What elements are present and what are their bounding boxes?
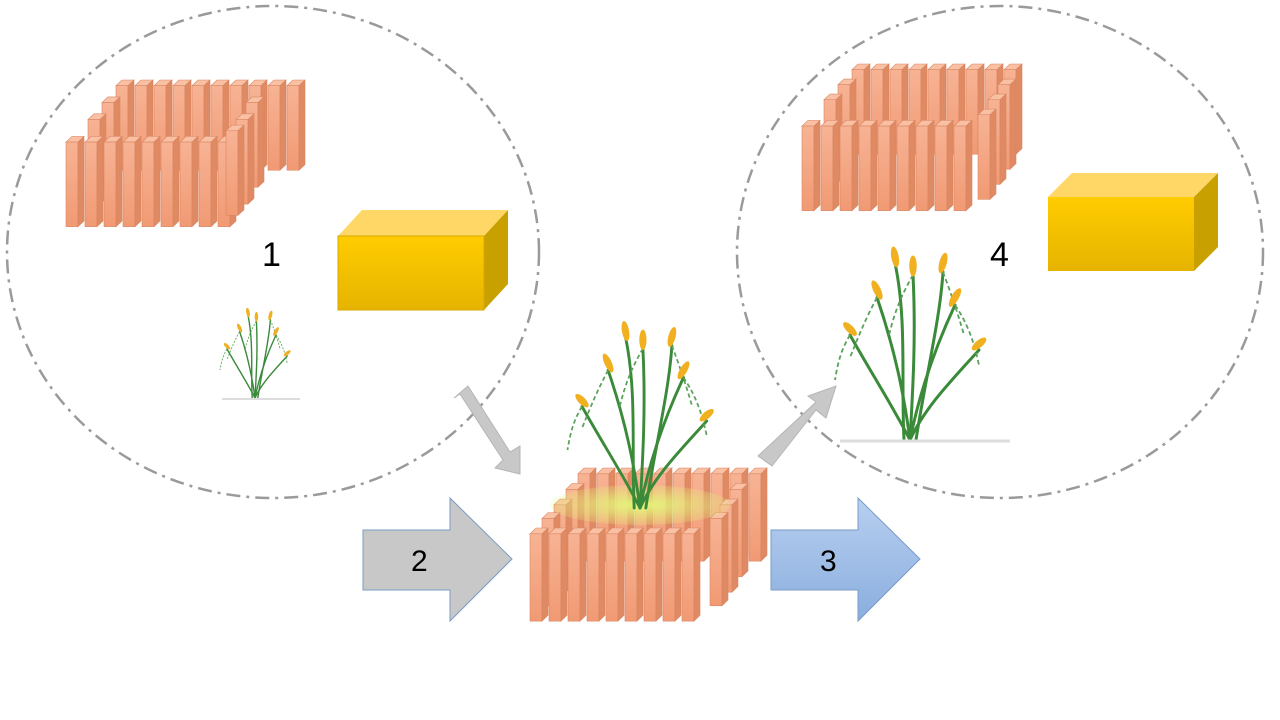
step-label-2: 2 <box>411 545 428 578</box>
stage-1-circle <box>5 4 541 500</box>
step-3-arrow <box>770 496 921 623</box>
gold-block-icon <box>1048 173 1218 271</box>
arrow-icon <box>453 385 521 475</box>
brick-stack-front <box>529 527 701 622</box>
stage-4-circle <box>735 4 1265 500</box>
step-label-1: 1 <box>262 236 281 274</box>
grass-plant-icon <box>219 306 293 399</box>
step-label-4: 4 <box>990 236 1009 274</box>
arrow-icon <box>757 385 837 467</box>
step-2-arrow <box>362 496 513 623</box>
brick-stack-icon <box>65 79 306 227</box>
step-label-3: 3 <box>820 545 837 578</box>
brick-stack-icon <box>801 63 1023 211</box>
grass-plant-icon <box>833 244 990 442</box>
gold-block-icon <box>337 210 508 311</box>
